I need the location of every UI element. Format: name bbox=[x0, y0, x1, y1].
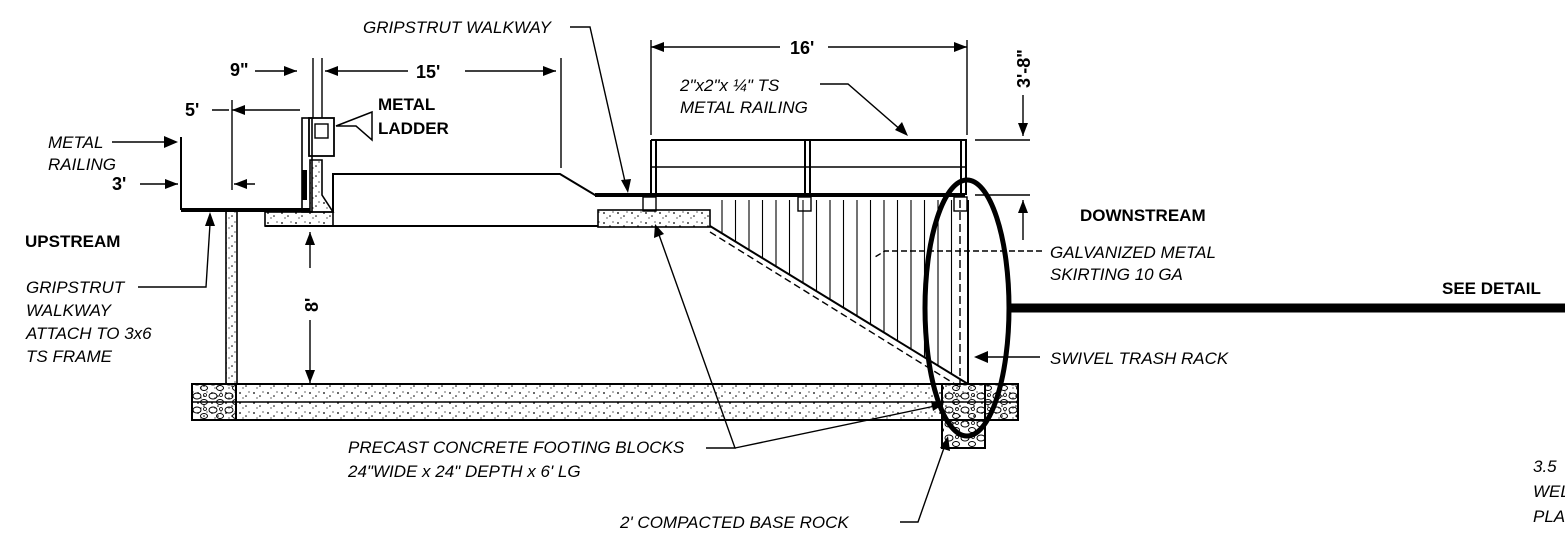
dim-9in: 9" bbox=[230, 60, 249, 80]
label-cut-1: 3.5 bbox=[1533, 457, 1557, 476]
dim-3ft: 3' bbox=[112, 174, 126, 194]
label-footing-2: 24"WIDE x 24" DEPTH x 6' LG bbox=[347, 462, 581, 481]
ladder-callout-arrow bbox=[335, 110, 373, 142]
label-ts-railing-2: METAL RAILING bbox=[680, 98, 808, 117]
label-swivel-trash-rack: SWIVEL TRASH RACK bbox=[1050, 349, 1229, 368]
label-see-detail: SEE DETAIL bbox=[1442, 279, 1541, 298]
dim-5ft: 5' bbox=[185, 100, 199, 120]
label-base-rock: 2' COMPACTED BASE ROCK bbox=[619, 513, 849, 532]
ts-metal-railing bbox=[642, 139, 968, 212]
dim-16ft: 16' bbox=[790, 38, 814, 58]
label-gripstrut-4: TS FRAME bbox=[26, 347, 113, 366]
rack-bars bbox=[721, 200, 953, 374]
label-footing-1: PRECAST CONCRETE FOOTING BLOCKS bbox=[348, 438, 685, 457]
precast-block bbox=[597, 209, 711, 228]
base-rock-concrete bbox=[950, 384, 980, 424]
dim-8ft: 8' bbox=[302, 298, 322, 312]
footing-rock-left bbox=[191, 383, 237, 421]
ladder-box-inner bbox=[314, 123, 329, 139]
label-metal-ladder-2: LADDER bbox=[378, 119, 449, 138]
label-upstream: UPSTREAM bbox=[25, 232, 120, 251]
label-metal-railing-1: METAL bbox=[48, 133, 103, 152]
label-downstream: DOWNSTREAM bbox=[1080, 206, 1206, 225]
structure bbox=[180, 117, 1565, 449]
label-galvanized-2: SKIRTING 10 GA bbox=[1050, 265, 1183, 284]
label-ts-railing-1: 2"x2"x ¼" TS bbox=[679, 76, 780, 95]
dimensions: 9" 15' 16' 3'-8" 5' 3' bbox=[112, 38, 1034, 383]
headwall-block bbox=[264, 211, 334, 227]
label-gripstrut-1: GRIPSTRUT bbox=[26, 278, 126, 297]
labels: GRIPSTRUT WALKWAY METAL LADDER METAL RAI… bbox=[25, 18, 1565, 532]
left-column bbox=[225, 209, 238, 385]
swivel-trash-rack bbox=[709, 200, 969, 387]
label-cut-2: WEL bbox=[1533, 482, 1565, 501]
dim-15ft: 15' bbox=[416, 62, 440, 82]
label-metal-railing-2: RAILING bbox=[48, 155, 116, 174]
label-galvanized-1: GALVANIZED METAL bbox=[1050, 243, 1216, 262]
label-cut-3: PLA bbox=[1533, 507, 1565, 526]
ladder-rail bbox=[301, 117, 313, 213]
headwall-buttress bbox=[309, 159, 335, 213]
ladder-rung bbox=[302, 170, 307, 200]
label-gripstrut-walkway-top: GRIPSTRUT WALKWAY bbox=[363, 18, 553, 37]
label-gripstrut-2: WALKWAY bbox=[26, 301, 113, 320]
label-metal-ladder-1: METAL bbox=[378, 95, 435, 114]
label-gripstrut-3: ATTACH TO 3x6 bbox=[25, 324, 152, 343]
dim-3ft8in: 3'-8" bbox=[1014, 49, 1034, 88]
